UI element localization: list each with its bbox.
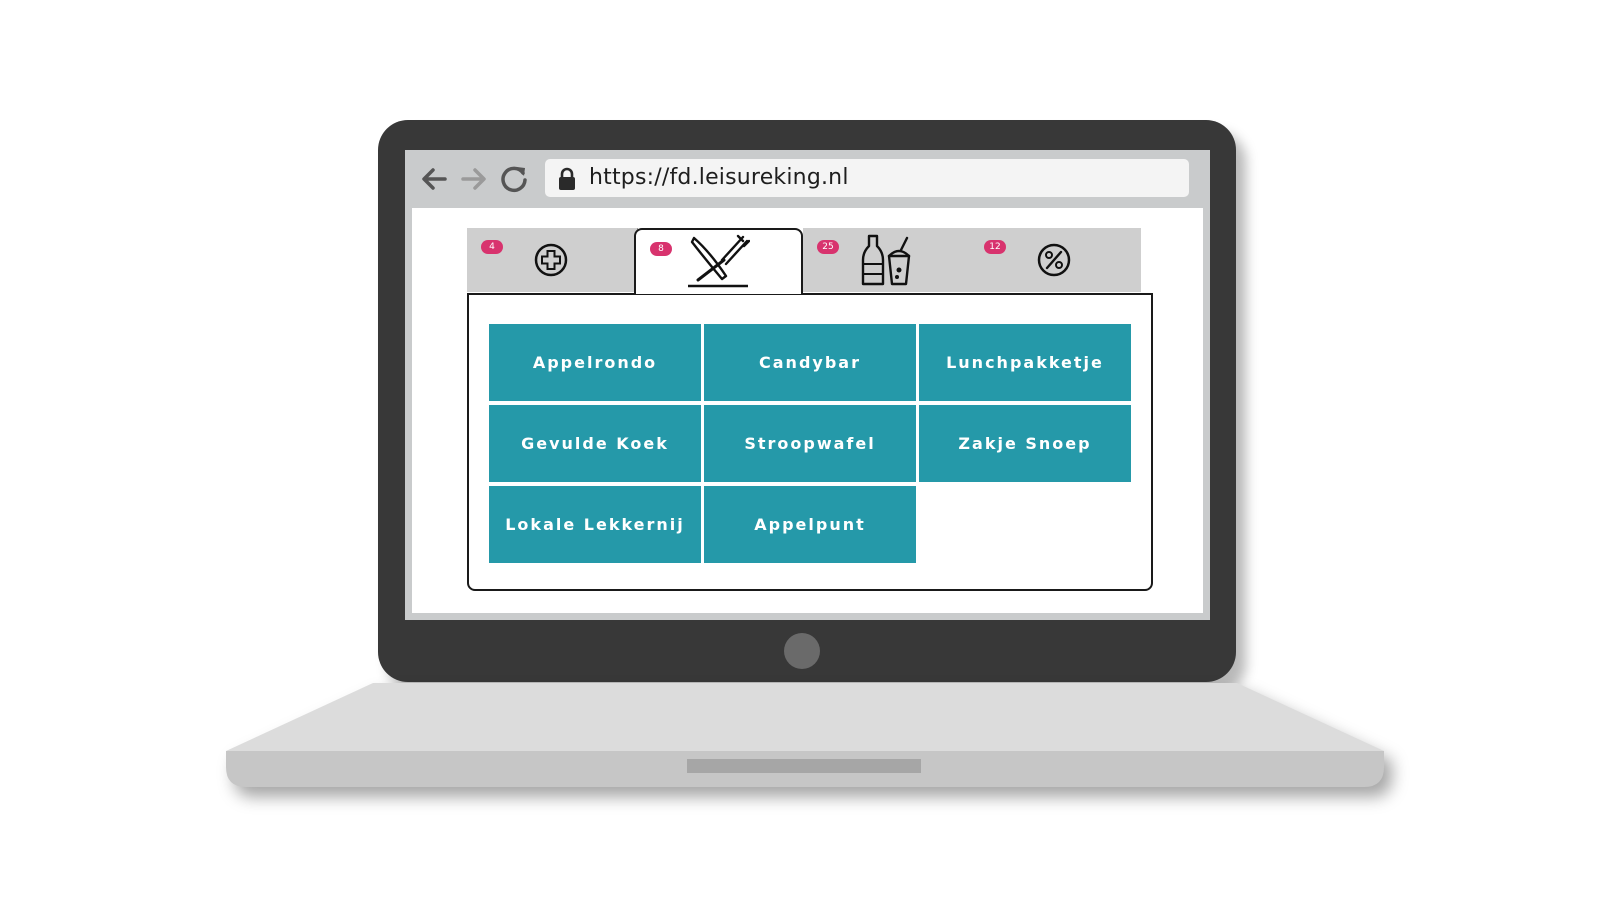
tab-count-badge: 4 — [481, 240, 503, 254]
arrow-right-icon[interactable] — [459, 164, 489, 194]
tab-food[interactable]: 8 — [634, 228, 803, 294]
web-page: 4 8 25 — [412, 208, 1203, 613]
laptop-base — [226, 683, 1384, 787]
product-tile[interactable]: Gevulde Koek — [489, 405, 701, 482]
product-panel: Appelrondo Candybar Lunchpakketje Gevuld… — [467, 293, 1153, 591]
percent-circle-icon — [1037, 243, 1071, 277]
tab-count-badge: 25 — [817, 240, 839, 254]
category-tabs: 4 8 25 — [467, 228, 1153, 294]
tab-count-badge: 8 — [650, 242, 672, 256]
product-tile[interactable]: Lunchpakketje — [919, 324, 1131, 401]
address-bar[interactable]: https://fd.leisureking.nl — [545, 159, 1189, 197]
laptop-trackpad — [687, 759, 921, 773]
browser-toolbar: https://fd.leisureking.nl — [405, 150, 1210, 208]
browser-window: https://fd.leisureking.nl 4 8 — [405, 150, 1210, 620]
arrow-left-icon[interactable] — [419, 164, 449, 194]
product-tile[interactable]: Zakje Snoep — [919, 405, 1131, 482]
plus-circle-icon — [534, 243, 568, 277]
tab-count-badge: 12 — [984, 240, 1006, 254]
drinks-icon — [861, 234, 911, 286]
product-tile[interactable]: Appelrondo — [489, 324, 701, 401]
webcam — [784, 633, 820, 669]
product-tile[interactable]: Lokale Lekkernij — [489, 486, 701, 563]
product-tile[interactable]: Appelpunt — [704, 486, 916, 563]
tab-drinks[interactable]: 25 — [803, 228, 974, 292]
tab-discounts[interactable]: 12 — [970, 228, 1141, 292]
product-tile[interactable]: Candybar — [704, 324, 916, 401]
tab-extras[interactable]: 4 — [467, 228, 638, 292]
lock-icon — [559, 167, 575, 190]
product-tile[interactable]: Stroopwafel — [704, 405, 916, 482]
url-text: https://fd.leisureking.nl — [589, 165, 849, 190]
reload-icon[interactable] — [499, 164, 529, 194]
knife-fork-icon — [688, 234, 750, 288]
